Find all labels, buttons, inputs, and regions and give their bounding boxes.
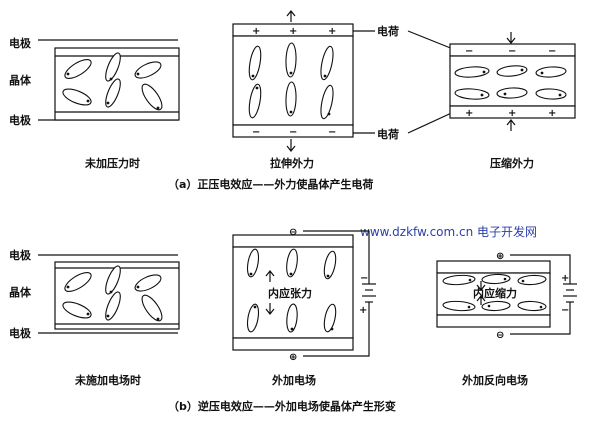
crystal-reverse-field: ⊕ ⊖ + − 内应 bbox=[436, 251, 577, 341]
svg-text:−: − bbox=[252, 127, 260, 138]
battery-circuit-reverse: + − bbox=[510, 254, 577, 335]
svg-text:+: + bbox=[252, 26, 260, 37]
svg-text:+: + bbox=[508, 108, 516, 119]
svg-text:+: + bbox=[465, 108, 473, 119]
crystal-tension: + + + − − − bbox=[232, 10, 354, 152]
watermark: www.dzkfw.com.cn 电子开发网 bbox=[360, 224, 537, 239]
dipole-group-a3 bbox=[454, 65, 567, 100]
internal-tension-label: 内应张力 bbox=[268, 286, 312, 300]
crystal-compression: − − − + + + bbox=[449, 32, 576, 131]
svg-text:−: − bbox=[328, 127, 336, 138]
svg-text:−: − bbox=[508, 46, 516, 57]
crystal-label-a: 晶体 bbox=[9, 73, 32, 87]
dipole-group-b3 bbox=[442, 273, 547, 312]
dipole-group-a1 bbox=[62, 52, 163, 111]
compression-arrows-b bbox=[476, 281, 486, 305]
svg-text:−: − bbox=[561, 305, 569, 316]
dipole-group-b2 bbox=[246, 248, 337, 333]
svg-text:+: + bbox=[359, 305, 367, 316]
charge-label-top: 电荷 bbox=[377, 24, 399, 38]
applied-field-caption: 外加电场 bbox=[271, 373, 316, 387]
compression-caption: 压缩外力 bbox=[490, 156, 534, 170]
compression-arrows bbox=[506, 32, 516, 131]
battery-circuit: − + bbox=[303, 230, 376, 357]
plus-terminal-reverse: ⊕ bbox=[496, 251, 504, 262]
svg-text:−: − bbox=[465, 46, 473, 57]
panel-a-caption: （a）正压电效应——外力使晶体产生电荷 bbox=[168, 177, 373, 191]
internal-compression-label: 内应缩力 bbox=[473, 286, 517, 300]
electrode-label-bottom-a: 电极 bbox=[9, 113, 32, 127]
dipole-group-b1 bbox=[62, 265, 163, 322]
svg-text:+: + bbox=[561, 273, 569, 284]
svg-text:−: − bbox=[289, 127, 297, 138]
tension-caption: 拉伸外力 bbox=[270, 156, 314, 170]
expansion-arrows bbox=[265, 270, 275, 315]
svg-text:+: + bbox=[328, 26, 336, 37]
electrode-label-top-a: 电极 bbox=[9, 36, 32, 50]
crystal-no-pressure bbox=[38, 39, 180, 121]
svg-text:+: + bbox=[289, 26, 297, 37]
minus-terminal-reverse: ⊖ bbox=[496, 330, 504, 341]
svg-text:−: − bbox=[548, 46, 556, 57]
electrode-label-bottom-b: 电极 bbox=[9, 326, 32, 340]
minus-terminal: ⊖ bbox=[289, 227, 297, 238]
charge-label-bottom: 电荷 bbox=[377, 127, 399, 141]
crystal-label-b: 晶体 bbox=[9, 285, 32, 299]
tension-arrows bbox=[286, 10, 296, 152]
svg-text:+: + bbox=[548, 108, 556, 119]
charge-minus-row-bottom: − − − bbox=[252, 127, 336, 138]
crystal-applied-field: ⊖ ⊕ − + 内应 bbox=[232, 227, 376, 363]
no-field-caption: 未施加电场时 bbox=[74, 373, 141, 387]
crystal-no-field bbox=[38, 254, 180, 334]
plus-terminal: ⊕ bbox=[289, 352, 297, 363]
no-pressure-caption: 未加压力时 bbox=[84, 156, 140, 170]
svg-text:−: − bbox=[360, 273, 368, 284]
reverse-field-caption: 外加反向电场 bbox=[461, 373, 528, 387]
charge-plus-row-top: + + + bbox=[252, 26, 336, 37]
electrode-label-top-b: 电极 bbox=[9, 248, 32, 262]
charge-minus-row-top: − − − bbox=[465, 46, 556, 57]
charge-plus-row-bottom: + + + bbox=[465, 108, 556, 119]
dipole-group-a2 bbox=[248, 42, 334, 120]
charge-leader-lines bbox=[353, 30, 459, 134]
panel-b-caption: （b）逆压电效应——外加电场使晶体产生形变 bbox=[168, 399, 396, 413]
